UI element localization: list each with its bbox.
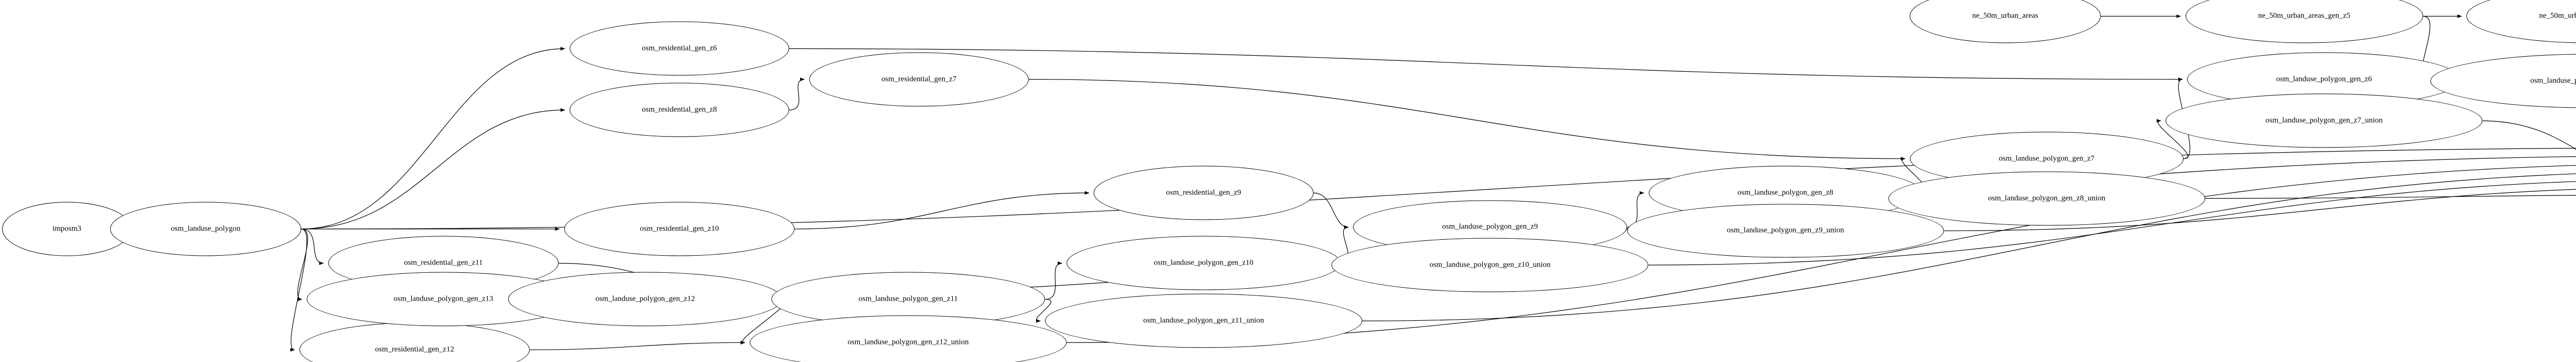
graph-node-label: ne_50m_urban_areas_gen_z5 [2258, 11, 2351, 20]
graph-edge [297, 228, 308, 301]
graph-edge [789, 77, 805, 110]
graph-node-label: osm_landuse_polygon_gen_z7 [1998, 154, 2095, 163]
graph-node-osm-landuse-polygon-gen-z9-union[interactable]: osm_landuse_polygon_gen_z9_union [1626, 204, 1944, 258]
graph-node-label: ne_50m_urban_areas_gen_z4 [2539, 11, 2576, 20]
graph-node-label: osm_residential_gen_z7 [881, 75, 957, 84]
graph-node-label: osm_landuse_polygon_gen_z13 [393, 294, 494, 303]
graph-node-ne-50m-urban-areas-gen-z4[interactable]: ne_50m_urban_areas_gen_z4 [2466, 0, 2576, 43]
graph-node-label: osm_residential_gen_z11 [404, 258, 483, 267]
graph-node-osm-landuse-polygon-gen-z11[interactable]: osm_landuse_polygon_gen_z11 [771, 272, 1045, 326]
graph-edge [1045, 261, 1062, 300]
graph-node-ne-50m-urban-areas-gen-z5[interactable]: ne_50m_urban_areas_gen_z5 [2185, 0, 2424, 43]
graph-node-label: osm_residential_gen_z8 [641, 105, 717, 114]
graph-node-label: osm_landuse_polygon_gen_z12_union [848, 338, 969, 347]
graph-node-osm-residential-gen-z6[interactable]: osm_residential_gen_z6 [569, 21, 789, 76]
graph-node-label: osm_residential_gen_z6 [641, 44, 717, 53]
graph-node-osm-landuse-polygon-gen-z12-union[interactable]: osm_landuse_polygon_gen_z12_union [750, 315, 1067, 362]
graph-node-label: ne_50m_urban_areas [1972, 11, 2039, 20]
graph-node-label: imposm3 [52, 224, 81, 233]
graph-node-label: osm_residential_gen_z10 [640, 224, 719, 233]
graph-node-label: osm_landuse_polygon_gen_z6_union [2530, 76, 2576, 85]
graph-node-label: osm_landuse_polygon_gen_z11_union [1143, 316, 1264, 325]
graph-node-label: osm_landuse_polygon_gen_z10_union [1429, 260, 1551, 269]
graph-edge [1029, 79, 1906, 161]
graph-node-osm-residential-gen-z7[interactable]: osm_residential_gen_z7 [809, 52, 1029, 107]
graph-node-osm-landuse-polygon-gen-z8-union[interactable]: osm_landuse_polygon_gen_z8_union [1888, 171, 2206, 226]
graph-node-osm-residential-gen-z9[interactable]: osm_residential_gen_z9 [1093, 166, 1314, 220]
graph-edge [794, 191, 1090, 229]
graph-node-label: osm_landuse_polygon_gen_z7_union [2265, 116, 2383, 125]
graph-node-label: osm_landuse_polygon_gen_z11 [858, 294, 958, 303]
graph-node-osm-landuse-polygon-gen-z12[interactable]: osm_landuse_polygon_gen_z12 [508, 272, 782, 326]
graph-node-label: osm_residential_gen_z9 [1166, 188, 1242, 197]
graph-edge [301, 46, 565, 229]
graph-node-label: osm_landuse_polygon_gen_z10 [1154, 258, 1253, 267]
graph-node-label: osm_landuse_polygon_gen_z8_union [1988, 194, 2106, 203]
graph-node-osm-residential-gen-z10[interactable]: osm_residential_gen_z10 [564, 202, 795, 256]
graph-node-osm-landuse-polygon[interactable]: osm_landuse_polygon [110, 202, 301, 256]
graph-node-osm-landuse-polygon-gen-z11-union[interactable]: osm_landuse_polygon_gen_z11_union [1045, 293, 1362, 348]
graph-node-osm-residential-gen-z12[interactable]: osm_residential_gen_z12 [299, 322, 530, 362]
graph-node-label: osm_landuse_polygon_gen_z9 [1442, 223, 1538, 232]
graph-node-label: osm_landuse_polygon_gen_z8 [1737, 188, 1834, 197]
graph-edge [2205, 195, 2576, 199]
graph-node-label: osm_landuse_polygon [171, 224, 241, 233]
graph-edge [301, 108, 565, 229]
graph-node-osm-landuse-polygon-gen-z10[interactable]: osm_landuse_polygon_gen_z10 [1066, 236, 1341, 290]
graph-edge [301, 228, 324, 265]
graph-node-label: osm_landuse_polygon_gen_z9_union [1726, 226, 1844, 235]
graph-node-osm-landuse-polygon-gen-z7-union[interactable]: osm_landuse_polygon_gen_z7_union [2165, 93, 2483, 148]
graph-node-label: osm_landuse_polygon_gen_z6 [2276, 75, 2372, 84]
graph-node-imposm3[interactable]: imposm3 [2, 202, 132, 256]
graph-edge [530, 340, 745, 350]
graph-node-ne-50m-urban-areas[interactable]: ne_50m_urban_areas [1909, 0, 2101, 43]
graph-edge [2482, 120, 2576, 150]
graph-node-osm-landuse-polygon-gen-z6-union[interactable]: osm_landuse_polygon_gen_z6_union [2430, 54, 2576, 108]
graph-node-label: osm_residential_gen_z12 [375, 345, 454, 354]
graph-edge [1313, 192, 1349, 229]
graph-node-label: osm_landuse_polygon_gen_z12 [595, 294, 695, 303]
graph-edge [290, 228, 308, 352]
graph-node-osm-residential-gen-z8[interactable]: osm_residential_gen_z8 [569, 83, 789, 137]
graph-node-osm-landuse-polygon-gen-z10-union[interactable]: osm_landuse_polygon_gen_z10_union [1331, 238, 1649, 292]
